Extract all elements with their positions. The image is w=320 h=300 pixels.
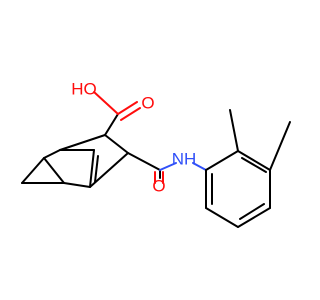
bond — [63, 182, 91, 188]
aromatic-double-bond — [239, 203, 265, 220]
bond — [237, 207, 271, 228]
amide-nh-label: NH — [172, 149, 197, 168]
molecule-drawing: HO O NH O — [21, 79, 291, 228]
double-bond — [117, 101, 138, 115]
bond — [192, 162, 207, 171]
tricyclic-core — [21, 134, 129, 188]
double-bond — [120, 107, 141, 121]
aromatic-double-bond — [241, 157, 267, 173]
bond — [104, 134, 129, 154]
bond — [93, 91, 119, 115]
bond — [59, 134, 106, 151]
bond — [237, 150, 271, 171]
methyl-bond — [229, 109, 239, 152]
methyl-bond — [269, 121, 291, 171]
hydroxyl-label: HO — [71, 79, 97, 98]
amide-carbonyl-oxygen-label: O — [152, 176, 165, 195]
bond — [205, 207, 239, 228]
bond — [21, 157, 45, 184]
bond — [104, 113, 119, 136]
structure-canvas: HO O NH O — [21, 79, 291, 228]
dimethylphenyl-ring — [205, 109, 291, 228]
bond — [43, 149, 61, 159]
carboxylic-acid-group — [93, 91, 141, 136]
double-bond — [94, 155, 99, 183]
bond — [159, 162, 177, 171]
bond — [205, 150, 239, 171]
acid-carbonyl-oxygen-label: O — [141, 93, 154, 112]
bond — [127, 152, 161, 171]
bond — [89, 152, 129, 188]
bond — [43, 157, 65, 184]
double-bond — [89, 149, 95, 188]
amide-group — [127, 152, 207, 184]
